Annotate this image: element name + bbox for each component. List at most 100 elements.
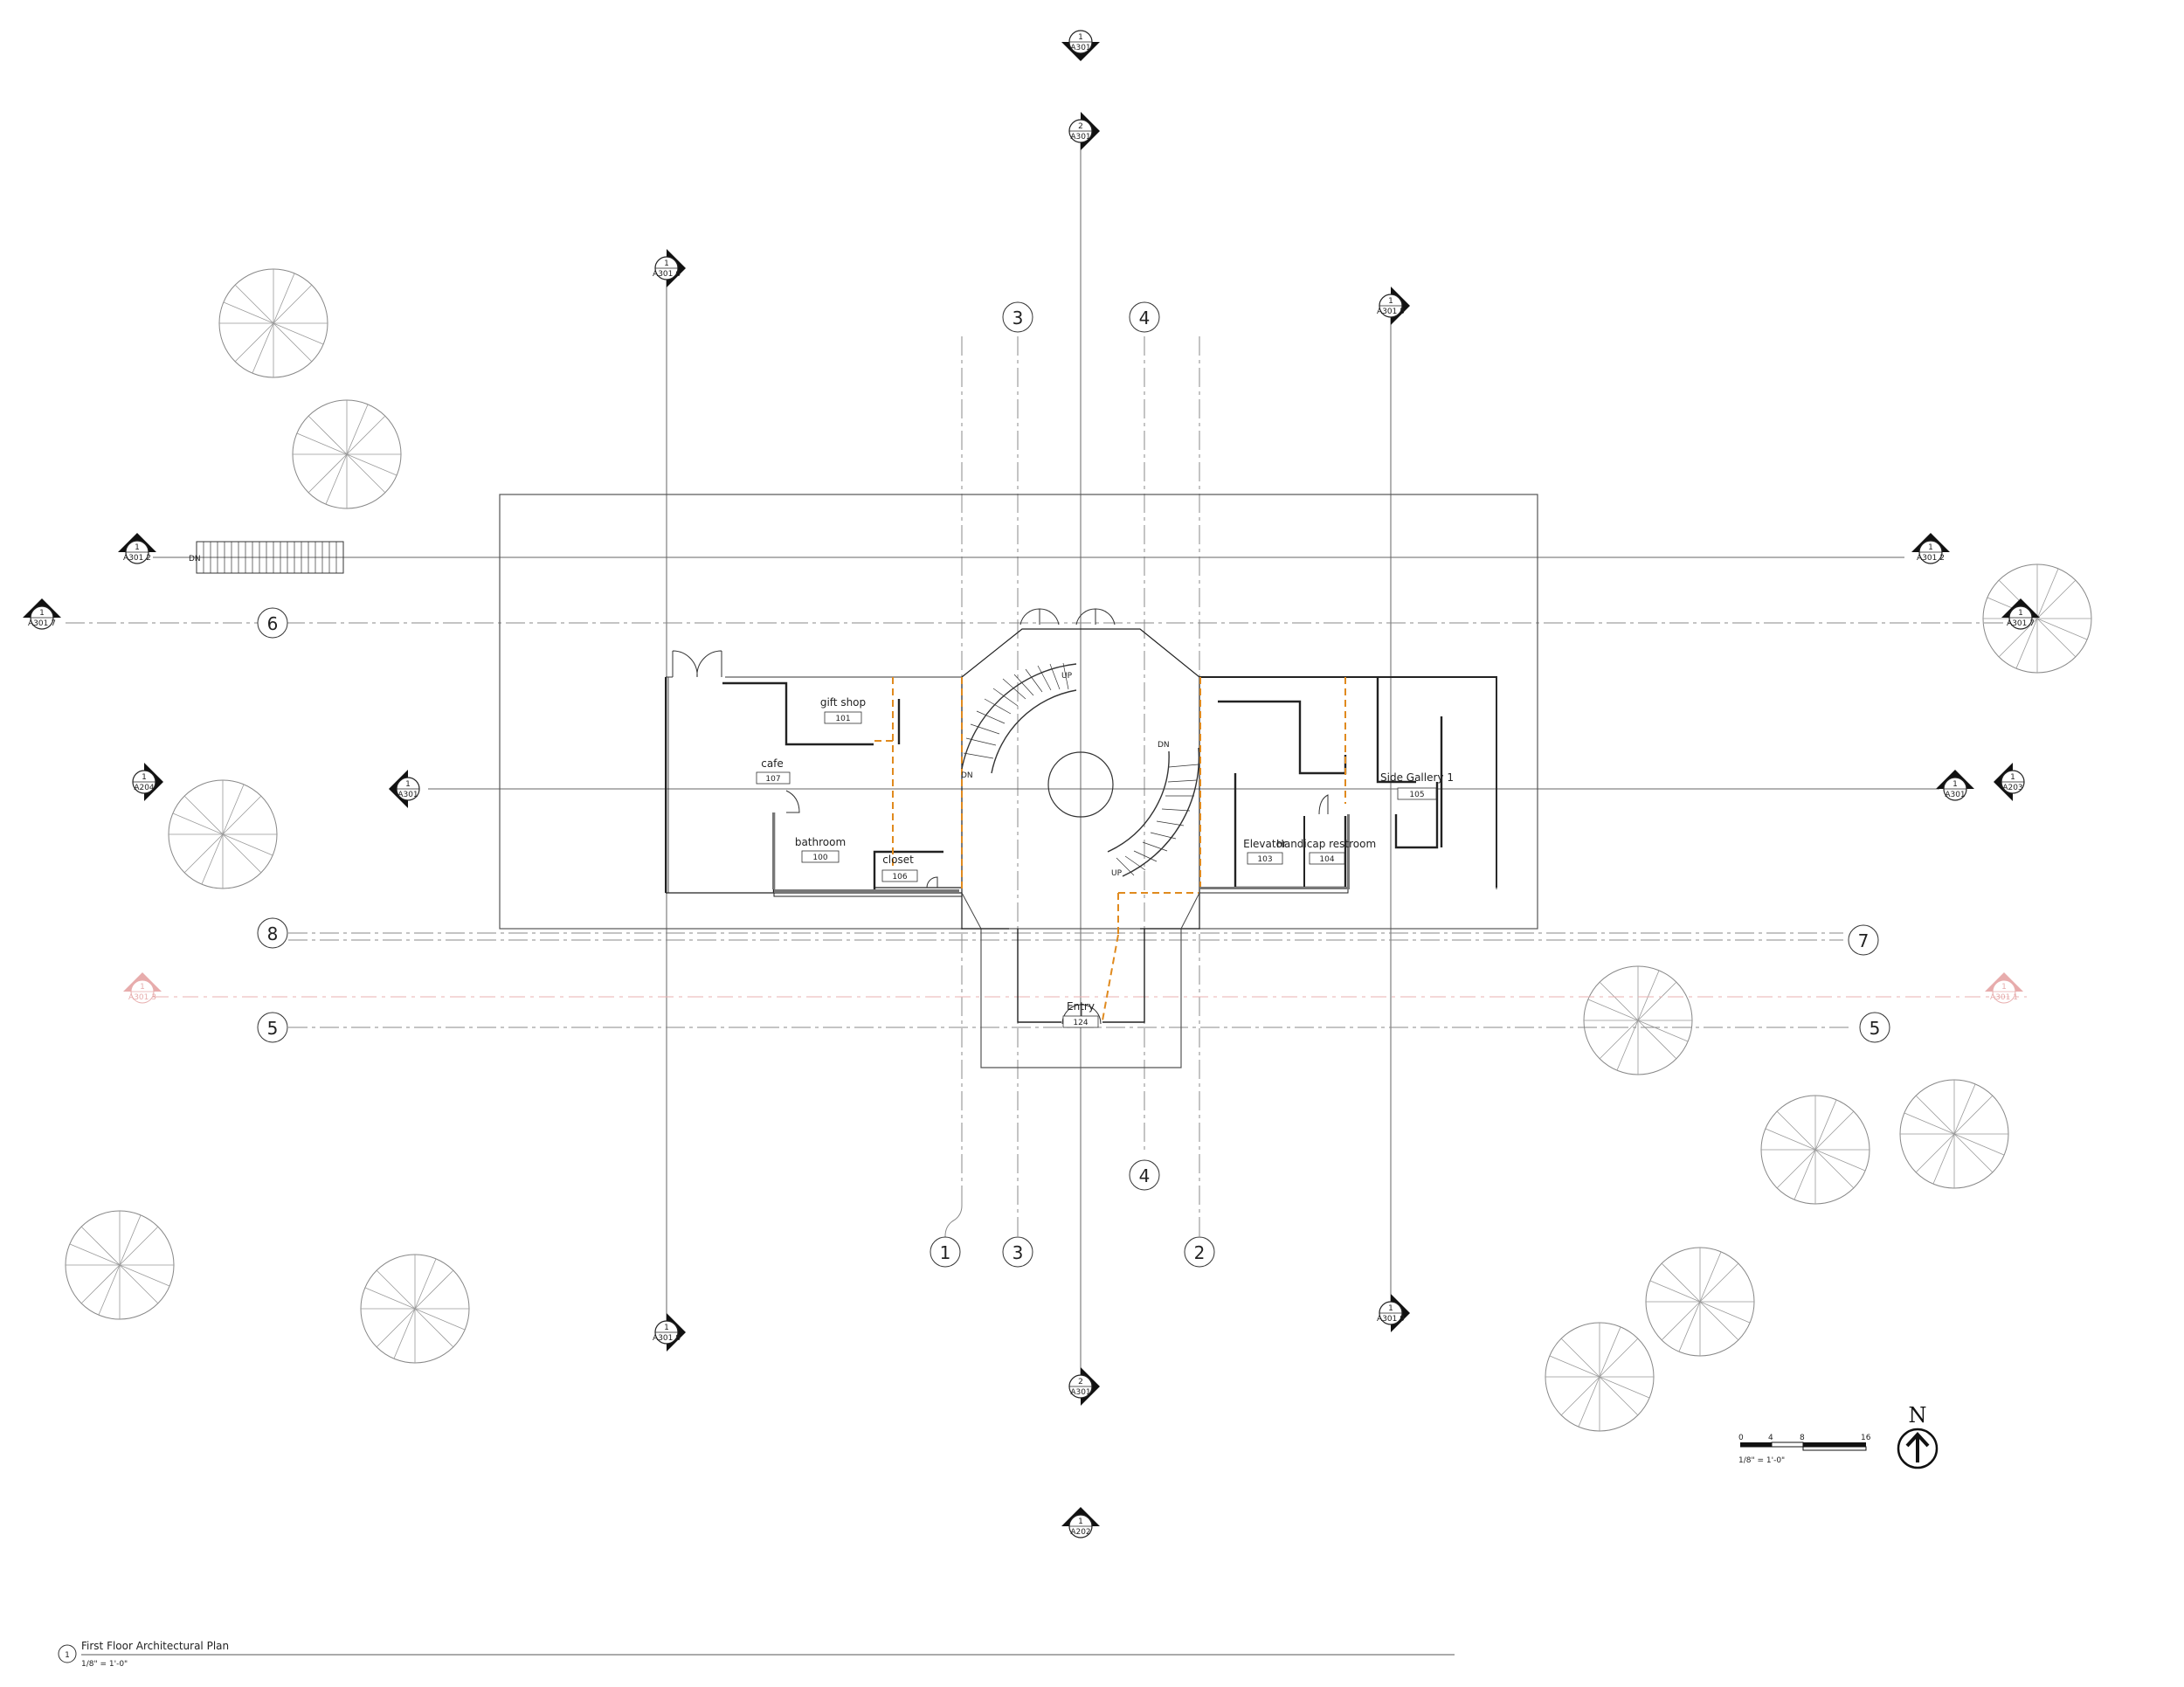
svg-text:A301 6: A301 6	[653, 270, 681, 279]
scale-tick-8: 8	[1800, 1434, 1805, 1442]
svg-text:A301 7: A301 7	[28, 619, 56, 628]
trees	[65, 268, 2092, 1432]
svg-text:A203: A203	[2002, 784, 2022, 792]
svg-text:A301 1: A301 1	[1990, 993, 2018, 1002]
section-marker-row-a-left: 1 A301 2	[118, 533, 156, 564]
grid-label-6: 6	[267, 613, 279, 634]
grid-label-5-right: 5	[1870, 1018, 1881, 1039]
grid-bubbles	[257, 301, 1890, 1268]
room-name: Entry	[1067, 1000, 1095, 1013]
svg-text:1: 1	[2018, 609, 2023, 618]
svg-text:1: 1	[664, 259, 669, 268]
grid-lines	[66, 122, 2027, 1389]
room-number: 100	[812, 854, 827, 862]
svg-text:1: 1	[2010, 773, 2015, 782]
svg-text:A301: A301	[1070, 44, 1090, 52]
section-marker-bottom-b: 2 A301	[1068, 1367, 1100, 1406]
svg-text:A301 2: A301 2	[1917, 554, 1945, 563]
section-marker-row-a-right: 1 A301 2	[1911, 533, 1950, 564]
svg-text:1: 1	[140, 983, 145, 992]
grid-label-8: 8	[267, 923, 279, 944]
door-swings	[672, 608, 1329, 1025]
grid-label-1: 1	[940, 1242, 951, 1263]
room-name: Elevator	[1243, 838, 1287, 850]
exterior-stair	[196, 541, 344, 574]
section-marker-top-a: 1 A301	[1061, 30, 1100, 61]
section-marker-left-8: 1 A301 8	[653, 1313, 686, 1352]
room-number: 101	[835, 715, 850, 723]
section-marker-row-d-left: 1 A301 3	[123, 972, 162, 1004]
svg-text:A301: A301	[1070, 133, 1090, 142]
room-name: gift shop	[820, 696, 866, 709]
scale-tick-4: 4	[1768, 1434, 1773, 1442]
grid-bubble-labels: 3 4 6 8 5 7 5 4 1 3 2	[267, 308, 1881, 1263]
exterior-stair-dn-label: DN	[189, 555, 201, 563]
section-marker-row-b-right: 1 A301 7	[2001, 598, 2040, 630]
room-number: 106	[892, 873, 907, 882]
room-number: 103	[1257, 855, 1272, 864]
svg-text:1: 1	[1928, 543, 1933, 552]
section-marker-top-b: 2 A301	[1068, 112, 1100, 150]
svg-text:A301 7: A301 7	[2007, 619, 2035, 628]
svg-text:A301: A301	[1945, 791, 1965, 799]
scale-note: 1/8" = 1'-0"	[1738, 1456, 1785, 1465]
title-block: 1 First Floor Architectural Plan 1/8" = …	[58, 1640, 1455, 1669]
room-tag-bathroom: bathroom 100	[795, 836, 846, 863]
room-number: 107	[765, 775, 780, 784]
scale-bar: 0 4 8 16 1/8" = 1'-0"	[1738, 1434, 1871, 1465]
section-marker-row-c-left: 1 A204	[132, 763, 163, 801]
grid-label-4-top: 4	[1139, 308, 1151, 328]
svg-text:1: 1	[1078, 1518, 1083, 1526]
svg-text:A301 3: A301 3	[128, 993, 156, 1002]
svg-text:1: 1	[39, 609, 45, 618]
rotunda-oculus	[1047, 751, 1114, 818]
room-tag-closet: closet 106	[881, 854, 918, 882]
svg-text:1: 1	[1952, 780, 1958, 789]
room-tag-elevator: Elevator 103	[1243, 838, 1287, 865]
section-marker-row-c-right: 1 A301	[1936, 770, 1974, 801]
wall-hatch	[772, 812, 1350, 893]
drawing-title: First Floor Architectural Plan	[81, 1640, 229, 1652]
grid-label-7: 7	[1858, 930, 1870, 951]
room-tag-gift-shop: gift shop 101	[820, 696, 866, 724]
svg-text:1: 1	[1388, 1304, 1393, 1313]
room-name: bathroom	[795, 836, 846, 848]
room-name: cafe	[761, 757, 784, 770]
svg-text:A301 9: A301 9	[1377, 1315, 1405, 1324]
section-marker-left-6: 1 A301 6	[653, 249, 686, 287]
svg-text:A301 8: A301 8	[653, 1334, 681, 1343]
section-marker-row-c-mid: 1 A301	[389, 770, 420, 808]
dashed-partitions	[874, 677, 1346, 1021]
section-marker-row-d-right: 1 A301 1	[1985, 972, 2023, 1004]
section-marker-right-9: 1 A301 9	[1377, 1294, 1410, 1332]
room-tag-entry: Entry 124	[1062, 1000, 1099, 1028]
curved-stair-upper	[961, 662, 1077, 774]
stair-lower-up-label: UP	[1111, 869, 1123, 878]
svg-text:2: 2	[1078, 1378, 1083, 1386]
room-name: Side Gallery 1	[1380, 771, 1454, 784]
svg-text:1: 1	[405, 780, 411, 789]
svg-text:A301: A301	[1070, 1388, 1090, 1397]
room-number: 124	[1073, 1019, 1088, 1027]
view-number: 1	[65, 1651, 70, 1660]
stair-upper-dn-label: DN	[961, 771, 973, 780]
north-arrow: N	[1897, 1403, 1939, 1469]
svg-text:A204: A204	[134, 784, 155, 792]
grid-label-4-bottom: 4	[1139, 1165, 1151, 1186]
curved-stair-lower	[1107, 747, 1200, 877]
room-name: Handicap restroom	[1276, 838, 1376, 850]
grid-label-5-left: 5	[267, 1018, 279, 1039]
stair-lower-dn-label: DN	[1158, 741, 1170, 750]
section-marker-row-b-left: 1 A301 7	[23, 598, 61, 630]
stair-upper-up-label: UP	[1061, 672, 1073, 681]
drawing-scale: 1/8" = 1'-0"	[81, 1660, 128, 1669]
room-tag-cafe: cafe 107	[756, 757, 791, 785]
grid-label-2: 2	[1194, 1242, 1206, 1263]
room-number: 104	[1319, 855, 1334, 864]
room-tag-handicap-restroom: Handicap restroom 104	[1276, 838, 1376, 865]
scale-tick-16: 16	[1861, 1434, 1871, 1442]
section-marker-bottom-c: 1 A202	[1061, 1507, 1100, 1538]
north-label: N	[1909, 1403, 1927, 1428]
section-marker-row-c-far: 1 A203	[1994, 763, 2025, 801]
